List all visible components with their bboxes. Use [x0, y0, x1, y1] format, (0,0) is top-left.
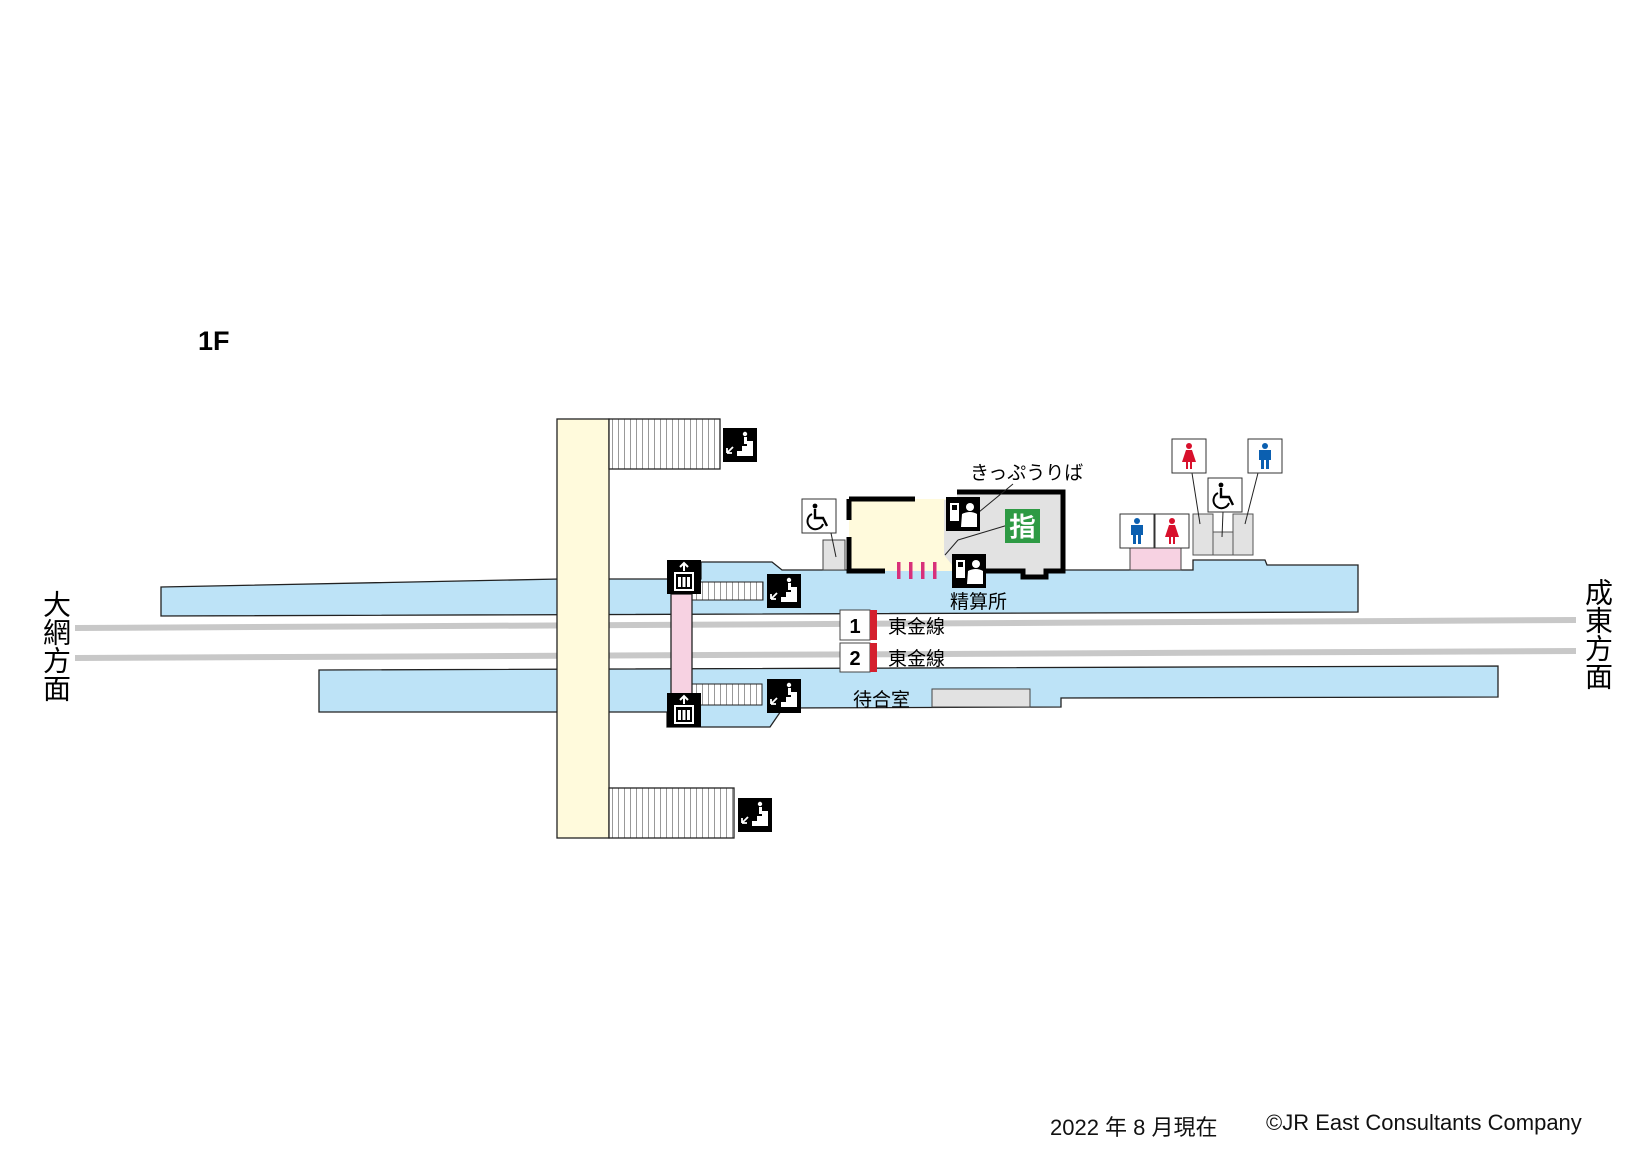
platform-line: 東金線	[888, 616, 945, 638]
stairs-platform-2[interactable]	[691, 683, 763, 706]
wheelchair-icon	[800, 497, 838, 535]
concourse	[556, 418, 610, 839]
accessible-toilet-small	[822, 539, 846, 571]
elevator-icon	[666, 559, 702, 595]
stairs-icon	[737, 797, 773, 833]
toilet-cubicles	[1192, 513, 1254, 556]
stairs-icon	[766, 573, 802, 609]
ticket-machine-icon	[946, 497, 980, 531]
copyright: ©JR East Consultants Company	[1266, 1110, 1582, 1135]
direction-right-label: 成東方面	[1581, 578, 1614, 690]
track-1	[75, 617, 1576, 631]
female-toilet-icon	[1154, 513, 1190, 549]
reserved-seat-mark: 指	[1009, 513, 1035, 543]
platform-1-sign: 1 東金線	[839, 609, 945, 641]
wheelchair-icon	[1206, 476, 1244, 514]
fare-adjustment-icon	[952, 554, 986, 588]
toilet-pink-area	[1129, 547, 1182, 571]
elevator-icon	[666, 692, 702, 728]
stairs-icon	[722, 427, 758, 463]
fare-adjustment-label: 精算所	[950, 591, 1007, 613]
stairs-bottom[interactable]	[608, 787, 735, 839]
reserved-seat-sign	[1005, 509, 1040, 543]
stairs-top[interactable]	[608, 418, 721, 470]
ticket-office-label: きっぷうりば	[970, 462, 1083, 484]
platform-number: 1	[849, 616, 860, 638]
waiting-room-label: 待合室	[853, 689, 910, 711]
male-toilet-icon	[1119, 513, 1155, 549]
stairs-icon	[766, 678, 802, 714]
waiting-room	[931, 688, 1031, 708]
waiting-area-room	[849, 499, 959, 571]
tracks	[75, 617, 1576, 661]
platform-2-sign: 2 東金線	[839, 642, 945, 673]
platform-number: 2	[849, 648, 860, 670]
platform-line: 東金線	[888, 648, 945, 670]
date-note: 2022 年 8 月現在	[1050, 1115, 1218, 1140]
track-2	[75, 648, 1576, 661]
male-toilet-icon	[1247, 438, 1283, 474]
direction-left-label: 大網方面	[39, 590, 72, 702]
female-toilet-icon	[1171, 438, 1207, 474]
stairs-platform-1[interactable]	[691, 581, 764, 601]
floor-label: 1F	[198, 326, 230, 356]
ticket-gates[interactable]	[897, 562, 937, 579]
elevator-bridge	[670, 593, 693, 695]
